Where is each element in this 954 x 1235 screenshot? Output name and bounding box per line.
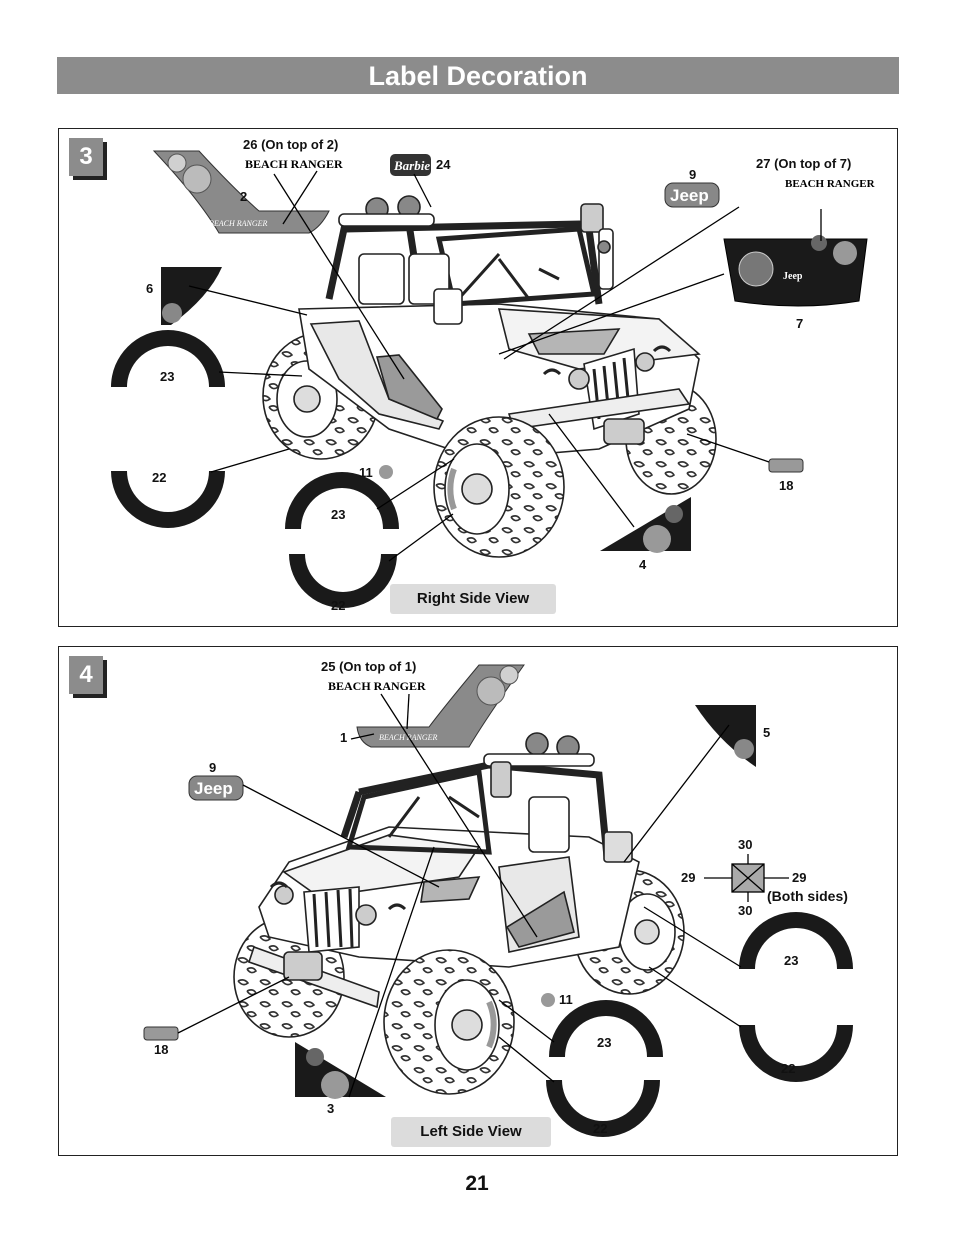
- decal-22-right: [739, 1025, 853, 1082]
- jeep-right-illustration: [262, 195, 717, 558]
- label-27: 27 (On top of 7): [756, 156, 852, 171]
- decal-23-lower: [285, 472, 399, 529]
- decal-3: [295, 1042, 386, 1099]
- decal-11-left: [541, 993, 555, 1007]
- decal-25-text: BEACH RANGER: [328, 679, 426, 693]
- decal-5: [695, 705, 756, 767]
- label-23-upper: 23: [160, 369, 175, 384]
- label-22-lower: 22: [593, 1121, 608, 1136]
- step-4-number: 4: [69, 656, 103, 694]
- page-number: 21: [465, 1172, 489, 1195]
- label-29-left: 29: [681, 870, 696, 885]
- leader-lines-3: [188, 170, 822, 562]
- decal-22-upper: [111, 471, 225, 528]
- decal-1: BEACH RANGER: [356, 664, 525, 748]
- decal-22-lower: [289, 554, 397, 608]
- title-bar: Label Decoration: [57, 57, 899, 94]
- decal-18-left: [143, 1026, 179, 1041]
- decal-9-left: Jeep: [188, 775, 244, 801]
- decal-9: Jeep: [664, 182, 720, 208]
- decal-11: [379, 465, 393, 479]
- label-6: 6: [146, 281, 154, 296]
- right-side-view-label: Right Side View: [390, 584, 556, 614]
- label-both-sides: (Both sides): [767, 888, 848, 904]
- step-3-panel: BEACH RANGER BEACH RANGER Barbie Jeep BE…: [58, 128, 898, 627]
- label-11: 11: [359, 465, 373, 480]
- decal-7: Jeep: [723, 235, 868, 307]
- decal-4: [600, 497, 691, 553]
- left-side-view-label: Left Side View: [391, 1117, 551, 1147]
- decal-26: BEACH RANGER: [244, 156, 350, 171]
- decal-24-text: Barbie: [393, 158, 430, 173]
- label-9: 9: [689, 167, 697, 182]
- label-1: 1: [340, 730, 348, 745]
- label-23-lower: 23: [597, 1035, 612, 1050]
- decal-2: BEACH RANGER: [152, 150, 330, 234]
- label-9-left: 9: [209, 760, 217, 775]
- page-title: Label Decoration: [368, 61, 588, 91]
- decal-27: BEACH RANGER: [785, 178, 876, 190]
- decal-22-lower-4: [546, 1080, 660, 1137]
- label-23-lower: 23: [331, 507, 346, 522]
- label-4: 4: [639, 557, 647, 572]
- leader-lines-4: [177, 693, 742, 1098]
- decal-2-text: BEACH RANGER: [209, 219, 268, 228]
- label-7: 7: [796, 316, 804, 331]
- label-23-right: 23: [784, 953, 799, 968]
- label-5: 5: [763, 725, 771, 740]
- label-30-top: 30: [738, 837, 753, 852]
- step-4-panel: BEACH RANGER BEACH RANGER Jeep: [58, 646, 898, 1156]
- decal-9-left-text: Jeep: [194, 779, 233, 798]
- step-4-illustration: BEACH RANGER BEACH RANGER Jeep: [143, 664, 853, 1137]
- step-3-illustration: BEACH RANGER BEACH RANGER Barbie Jeep BE…: [111, 150, 876, 608]
- step-3-number: 3: [69, 138, 103, 176]
- label-3: 3: [327, 1101, 335, 1116]
- label-22-lower: 22: [331, 598, 346, 613]
- label-25: 25 (On top of 1): [321, 659, 417, 674]
- label-11-left: 11: [559, 992, 573, 1007]
- decal-23-right: [739, 912, 853, 969]
- decal-9-text: Jeep: [670, 186, 709, 205]
- decal-29-30-diagram: [704, 854, 789, 902]
- decal-26-text: BEACH RANGER: [245, 157, 343, 171]
- label-26: 26 (On top of 2): [243, 137, 339, 152]
- label-2: 2: [240, 189, 248, 204]
- decal-23-lower-4: [549, 1000, 663, 1057]
- label-24: 24: [436, 157, 451, 172]
- label-29-right: 29: [792, 870, 807, 885]
- decal-18: [768, 458, 804, 473]
- decal-25: BEACH RANGER: [327, 678, 433, 693]
- decal-6: [161, 267, 222, 325]
- jeep-left-illustration: [233, 732, 685, 1095]
- decal-24: Barbie: [390, 154, 431, 176]
- label-18-left: 18: [154, 1042, 169, 1057]
- label-22-upper: 22: [152, 470, 167, 485]
- label-30-bottom: 30: [738, 903, 753, 918]
- label-18: 18: [779, 478, 794, 493]
- decal-23-upper: [111, 330, 225, 387]
- decal-7-text: Jeep: [783, 271, 803, 282]
- label-22-right: 22: [781, 1061, 796, 1076]
- decal-27-text: BEACH RANGER: [785, 178, 876, 190]
